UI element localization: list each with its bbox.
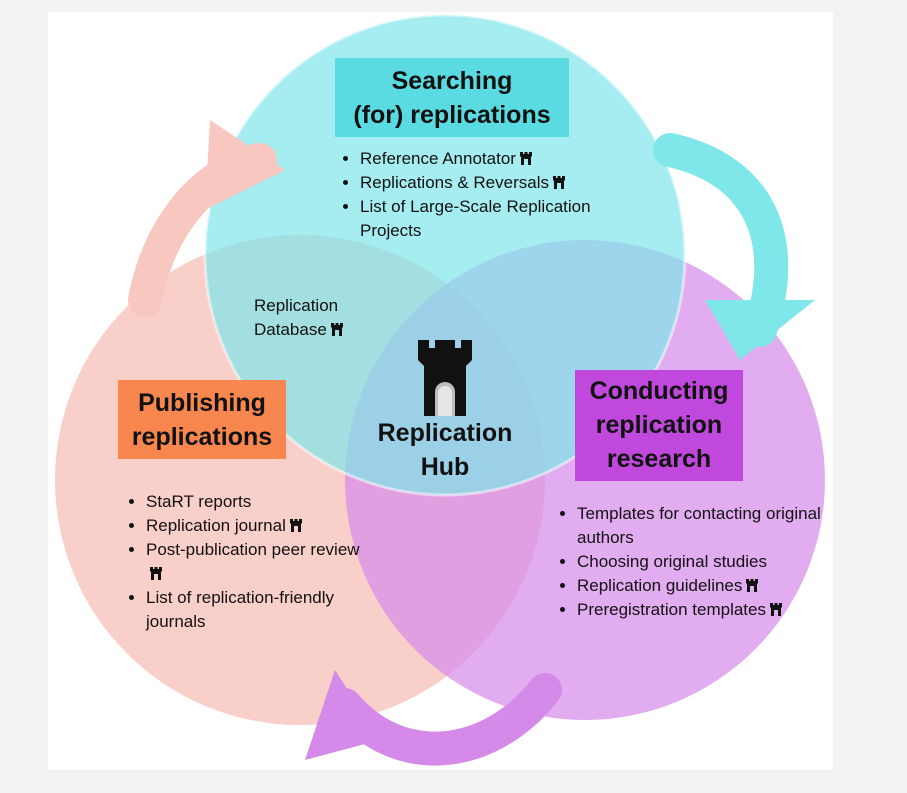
replication-hub-label: Replication Hub	[365, 416, 525, 484]
conducting-title-line2: replication	[595, 411, 723, 439]
list-item: Preregistration templates	[577, 598, 837, 622]
publishing-title-line1: Publishing	[138, 389, 266, 417]
castle-tower-icon	[418, 340, 472, 416]
conducting-title: Conducting replication research	[575, 370, 743, 481]
searching-title-line1: Searching	[391, 67, 513, 95]
conducting-title-line1: Conducting	[589, 377, 729, 405]
publishing-list: StaRT reports Replication journal Post-p…	[124, 490, 366, 634]
conducting-list: Templates for contacting original author…	[555, 502, 837, 622]
arrowhead-search-to-conduct	[705, 300, 815, 360]
list-item: Replication journal	[146, 514, 366, 538]
db-label-line2: Database	[254, 320, 327, 339]
list-item: Post-publication peer review	[146, 538, 366, 586]
arrow-search-to-conduct	[653, 133, 789, 347]
db-label-line1: Replication	[254, 296, 339, 315]
castle-icon	[552, 176, 565, 189]
hub-label-line2: Hub	[420, 453, 470, 481]
publishing-title-line2: replications	[131, 423, 273, 451]
list-item: Reference Annotator	[360, 147, 630, 171]
list-item: List of replication-friendly journals	[146, 586, 366, 634]
castle-icon	[289, 519, 302, 532]
castle-icon	[150, 567, 162, 580]
hub-label-line1: Replication	[377, 419, 513, 447]
searching-list: Reference Annotator Replications & Rever…	[338, 147, 630, 243]
searching-title-line2: (for) replications	[353, 101, 551, 129]
arrowhead-publish-to-search	[205, 120, 285, 210]
conducting-title-line3: research	[606, 445, 712, 473]
castle-icon	[519, 152, 532, 165]
castle-icon	[746, 579, 759, 592]
list-item: Templates for contacting original author…	[577, 502, 837, 550]
list-item: Replication guidelines	[577, 574, 837, 598]
publishing-title: Publishing replications	[118, 380, 286, 459]
castle-icon	[769, 603, 782, 616]
list-item: Choosing original studies	[577, 550, 837, 574]
list-item: StaRT reports	[146, 490, 366, 514]
arrowhead-conduct-to-publish	[305, 670, 380, 760]
searching-title: Searching (for) replications	[335, 58, 569, 137]
replication-database-label: Replication Database	[254, 294, 343, 342]
list-item: List of Large-Scale Replication Projects	[360, 195, 630, 243]
castle-icon	[330, 323, 343, 336]
list-item: Replications & Reversals	[360, 171, 630, 195]
